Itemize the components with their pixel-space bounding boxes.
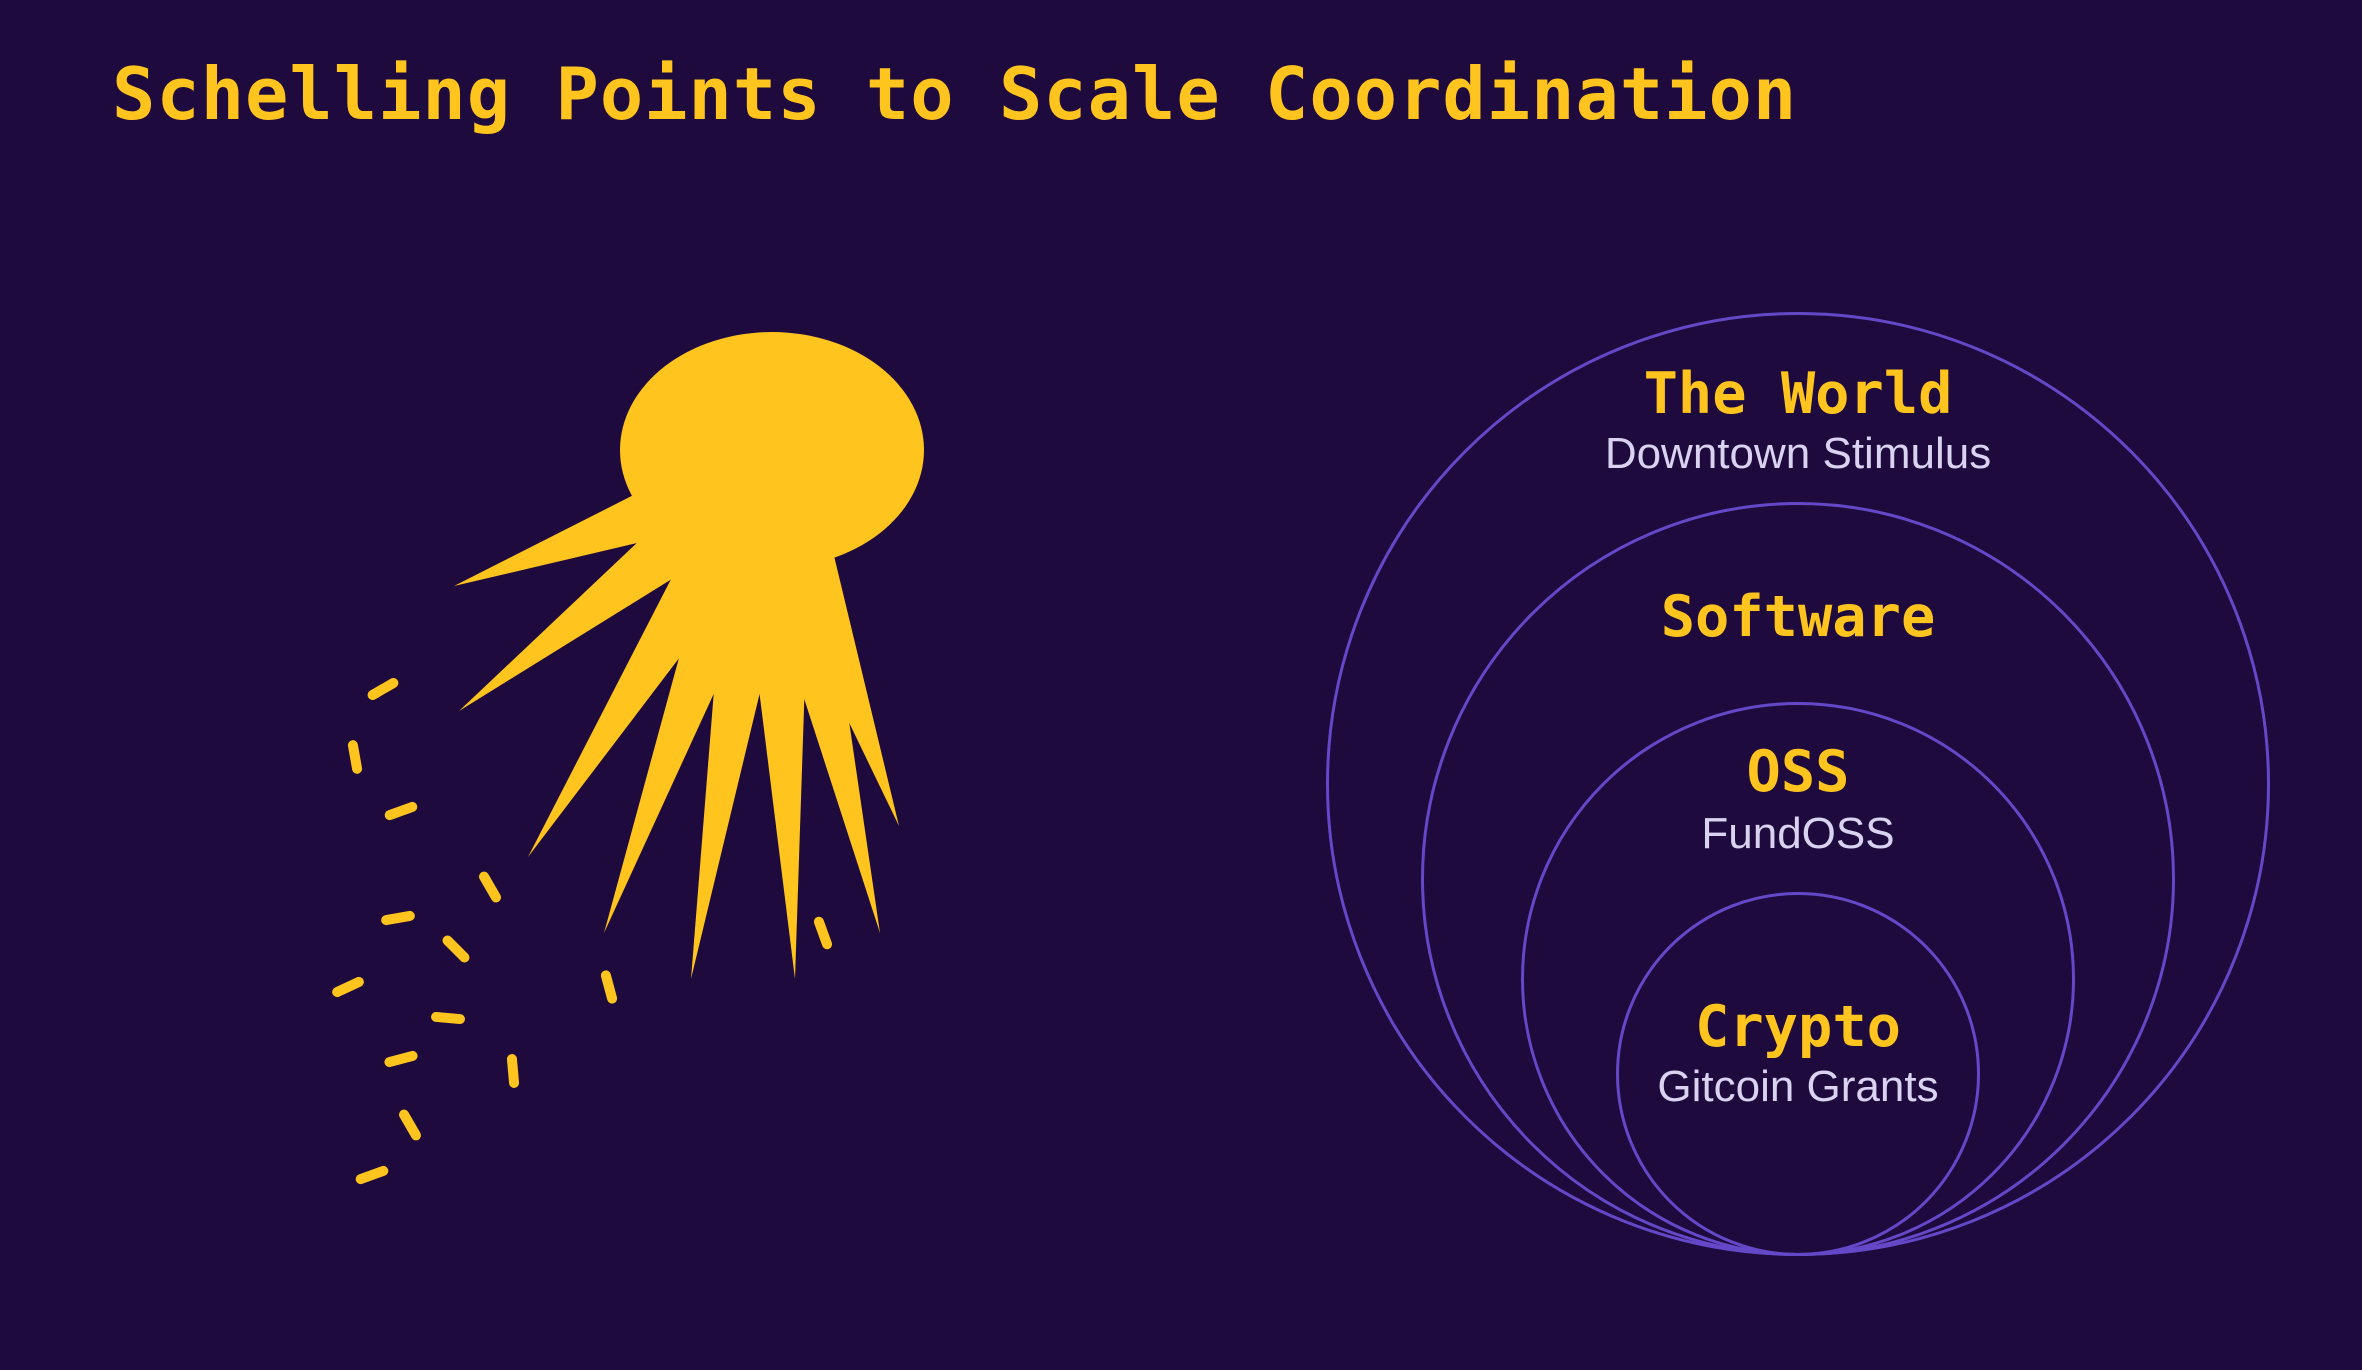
ring-sublabel-fundoss: FundOSS [1701, 809, 1895, 858]
ring-sublabel-gitcoin-grants: Gitcoin Grants [1657, 1062, 1939, 1111]
ring-sublabel-downtown-stimulus: Downtown Stimulus [1604, 429, 1992, 478]
comet-sparks [332, 678, 833, 1185]
ring-label-the-world: The World [1643, 361, 1953, 427]
ring-label-software: Software [1660, 584, 1936, 650]
ring-label-crypto: Crypto [1695, 994, 1901, 1060]
slide-title: Schelling Points to Scale Coordination [112, 52, 1798, 136]
ring-label-oss: OSS [1746, 739, 1850, 805]
comet-with-sparks-icon [332, 332, 924, 1185]
comet-head [620, 332, 924, 568]
ring-crypto [1616, 892, 1980, 1256]
